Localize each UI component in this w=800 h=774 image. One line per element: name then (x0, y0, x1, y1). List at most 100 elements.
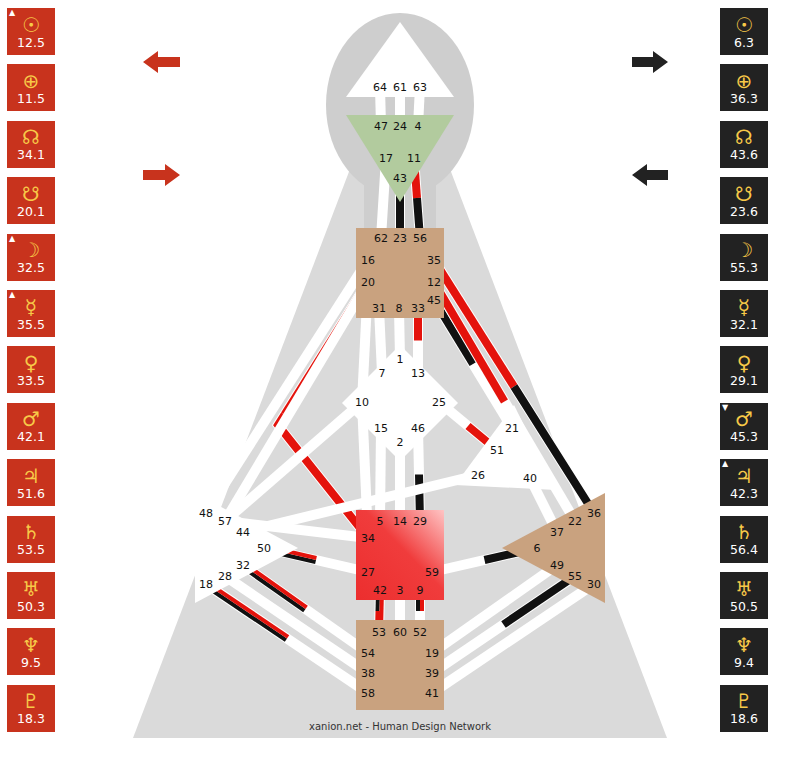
gate-number: 49 (550, 560, 564, 571)
planet-glyph: ☊ (735, 126, 753, 148)
energy-center: 48574450322818 (195, 493, 298, 603)
energy-center: 536052541938395841 (356, 620, 444, 710)
planet-box: ♆9.5 (7, 628, 55, 675)
gate-number: 1 (397, 354, 404, 365)
gate-line-number: 18.6 (730, 712, 758, 726)
gate-number: 51 (490, 445, 504, 456)
channel (380, 428, 381, 521)
planet-glyph: ☿ (25, 296, 37, 318)
planet-box: ▼♂45.3 (720, 403, 768, 450)
gate-line-number: 20.1 (17, 205, 45, 219)
center-outline (356, 228, 444, 318)
gate-number: 19 (425, 648, 439, 659)
gate-line-number: 42.3 (730, 487, 758, 501)
gate-line-number: 6.3 (734, 36, 754, 50)
gate-number: 42 (373, 585, 387, 596)
gate-line-number: 9.5 (21, 656, 41, 670)
dignity-marker: ▲ (9, 9, 15, 17)
channel (432, 584, 594, 693)
gate-number: 54 (361, 648, 375, 659)
channel-activation (242, 567, 367, 655)
gate-number: 8 (396, 303, 403, 314)
gate-number: 26 (471, 470, 485, 481)
center-outline (346, 22, 454, 97)
gate-number: 30 (587, 579, 601, 590)
energy-center: 646163 (346, 22, 454, 97)
channel-band (206, 260, 368, 513)
gate-line-number: 34.1 (17, 148, 45, 162)
dignity-marker: ▲ (722, 460, 728, 468)
gate-number: 4 (415, 121, 422, 132)
planet-glyph: ♅ (22, 578, 40, 600)
center-outline (455, 405, 556, 490)
planet-glyph: ⊕ (736, 70, 753, 92)
gate-number: 11 (407, 153, 421, 164)
gate-line-number: 23.6 (730, 205, 758, 219)
planet-box: ♇18.6 (720, 685, 768, 732)
gate-number: 18 (199, 579, 213, 590)
energy-center: 47244171143 (346, 115, 454, 202)
gate-line-number: 18.3 (17, 712, 45, 726)
gate-number: 12 (427, 277, 441, 288)
gate-number: 59 (425, 567, 439, 578)
channel (242, 563, 369, 654)
gate-line-number: 53.5 (17, 543, 45, 557)
planet-glyph: ☽ (22, 239, 40, 261)
channel-band (432, 576, 575, 673)
gate-number: 38 (361, 668, 375, 679)
gate-number: 13 (411, 368, 425, 379)
planet-box: ▲♃42.3 (720, 459, 768, 506)
channel-band (225, 576, 368, 673)
channel-activation (432, 576, 575, 673)
gate-number: 34 (361, 533, 375, 544)
gate-number: 37 (550, 527, 564, 538)
gate-line-number: 43.6 (730, 148, 758, 162)
planet-glyph: ☿ (738, 296, 750, 318)
energy-center: 514293427594239 (356, 510, 444, 600)
gate-number: 62 (374, 233, 388, 244)
gate-number: 57 (218, 516, 232, 527)
gate-number: 22 (568, 516, 582, 527)
planet-box: ♀33.5 (7, 346, 55, 393)
gate-number: 53 (372, 627, 386, 638)
energy-center: 21512640 (455, 405, 556, 490)
channel (225, 576, 368, 673)
planet-glyph: ☉ (735, 14, 753, 36)
gate-number: 45 (427, 295, 441, 306)
planet-box: ▲ ☽32.5 (7, 234, 55, 281)
planet-box: ⊕11.5 (7, 64, 55, 111)
gate-line-number: 32.5 (17, 261, 45, 275)
dignity-marker: ▲ (9, 235, 15, 243)
direction-arrow (632, 164, 668, 186)
gate-number: 32 (236, 560, 250, 571)
gate-number: 15 (374, 423, 388, 434)
planet-box: ☋20.1 (7, 177, 55, 224)
center-outline (356, 620, 444, 710)
gate-number: 2 (397, 437, 404, 448)
gate-line-number: 29.1 (730, 374, 758, 388)
center-shape (455, 405, 556, 490)
gate-number: 60 (393, 627, 407, 638)
channel-band (432, 584, 594, 693)
direction-arrow (632, 51, 668, 73)
planet-glyph: ♂ (735, 408, 753, 430)
planet-box: ♂42.1 (7, 403, 55, 450)
channel-activation (207, 582, 369, 691)
planet-glyph: ♃ (22, 465, 40, 487)
gate-line-number: 42.1 (17, 430, 45, 444)
planet-glyph: ♆ (735, 634, 753, 656)
planet-glyph: ♀ (24, 352, 39, 374)
planet-box: ♀29.1 (720, 346, 768, 393)
gate-line-number: 50.3 (17, 600, 45, 614)
gate-number: 7 (379, 368, 386, 379)
gate-line-number: 11.5 (17, 92, 45, 106)
planet-glyph: ♅ (735, 578, 753, 600)
planet-box: ♆9.4 (720, 628, 768, 675)
planet-box: ☋23.6 (720, 177, 768, 224)
gate-number: 64 (373, 82, 387, 93)
body-triangle (133, 38, 667, 738)
gate-number: 33 (411, 303, 425, 314)
gate-number: 23 (393, 233, 407, 244)
planet-glyph: ♂ (22, 408, 40, 430)
